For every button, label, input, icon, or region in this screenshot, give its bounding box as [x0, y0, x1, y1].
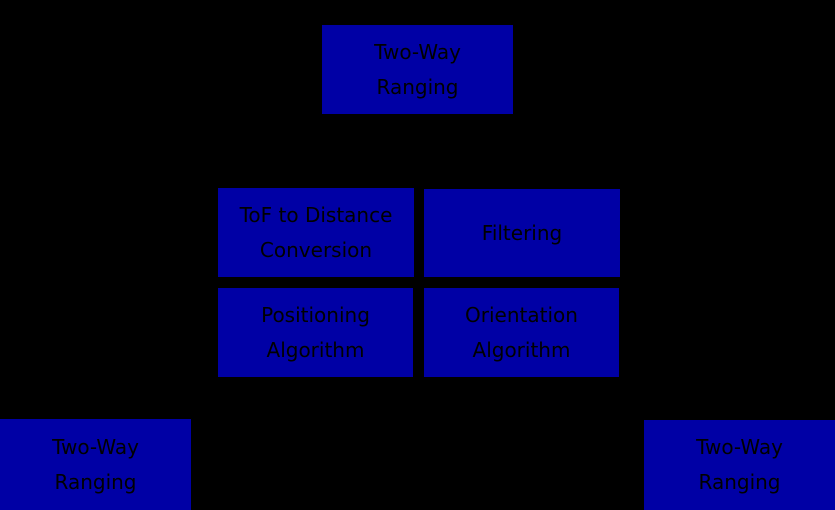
left-two-way-ranging-node: Two-Way Ranging	[0, 419, 191, 510]
right-two-way-ranging-node: Two-Way Ranging	[644, 420, 835, 510]
left-two-way-ranging-label: Two-Way Ranging	[52, 434, 139, 494]
tof-to-distance-label: ToF to Distance Conversion	[239, 202, 393, 262]
top-two-way-ranging-node: Two-Way Ranging	[322, 25, 513, 114]
right-two-way-ranging-label: Two-Way Ranging	[696, 435, 783, 494]
tof-to-distance-node: ToF to Distance Conversion	[218, 188, 414, 277]
positioning-algorithm-node: Positioning Algorithm	[218, 288, 413, 377]
positioning-algorithm-label: Positioning Algorithm	[261, 302, 370, 362]
filtering-node: Filtering	[424, 189, 620, 277]
orientation-algorithm-label: Orientation Algorithm	[465, 302, 578, 362]
top-two-way-ranging-label: Two-Way Ranging	[374, 39, 461, 99]
orientation-algorithm-node: Orientation Algorithm	[424, 288, 619, 377]
filtering-label: Filtering	[481, 220, 563, 245]
